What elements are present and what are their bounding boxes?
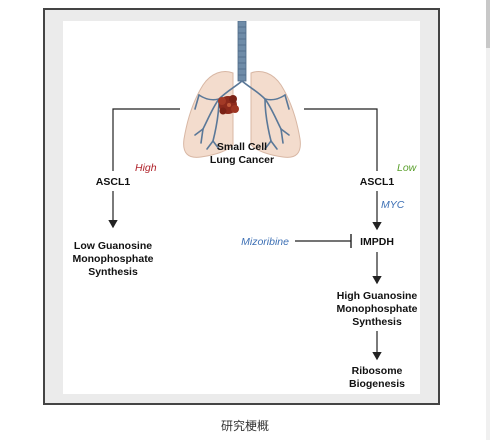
right-outcome-line2: Monophosphate	[336, 303, 417, 315]
left-outcome-line1: Low Guanosine	[74, 240, 152, 252]
left-outcome-line3: Synthesis	[88, 266, 138, 278]
graphical-abstract-diagram: Small Cell Lung Cancer ASCL1 High Low Gu…	[72, 21, 418, 390]
ribosome-label-line1: Ribosome	[352, 365, 403, 377]
right-outcome-line3: Synthesis	[352, 316, 402, 328]
left-high-label: High	[135, 162, 157, 174]
right-branch-connector	[304, 108, 378, 171]
scrollbar[interactable]	[486, 0, 490, 440]
figure-caption: 研究梗概	[220, 419, 269, 433]
trachea	[237, 21, 247, 82]
left-ascl1-label: ASCL1	[96, 176, 131, 188]
lungs-illustration	[183, 21, 301, 158]
scrollbar-thumb[interactable]	[486, 0, 490, 48]
mizoribine-label: Mizoribine	[241, 236, 289, 248]
center-label-line2: Lung Cancer	[210, 154, 274, 166]
left-lung	[183, 71, 234, 158]
graphical-abstract-panel: Small Cell Lung Cancer ASCL1 High Low Gu…	[63, 21, 420, 394]
right-outcome-line1: High Guanosine	[337, 290, 418, 302]
center-label-line1: Small Cell	[217, 141, 267, 153]
right-low-label: Low	[397, 162, 418, 174]
left-branch-connector	[112, 108, 180, 171]
myc-label: MYC	[381, 199, 405, 211]
impdh-label: IMPDH	[360, 236, 394, 248]
left-outcome-line2: Monophosphate	[72, 253, 153, 265]
tumor-mass	[218, 95, 239, 115]
ribosome-label-line2: Biogenesis	[349, 378, 405, 390]
figure-frame: Small Cell Lung Cancer ASCL1 High Low Gu…	[43, 8, 440, 405]
right-lung	[250, 71, 301, 158]
right-ascl1-label: ASCL1	[360, 176, 395, 188]
